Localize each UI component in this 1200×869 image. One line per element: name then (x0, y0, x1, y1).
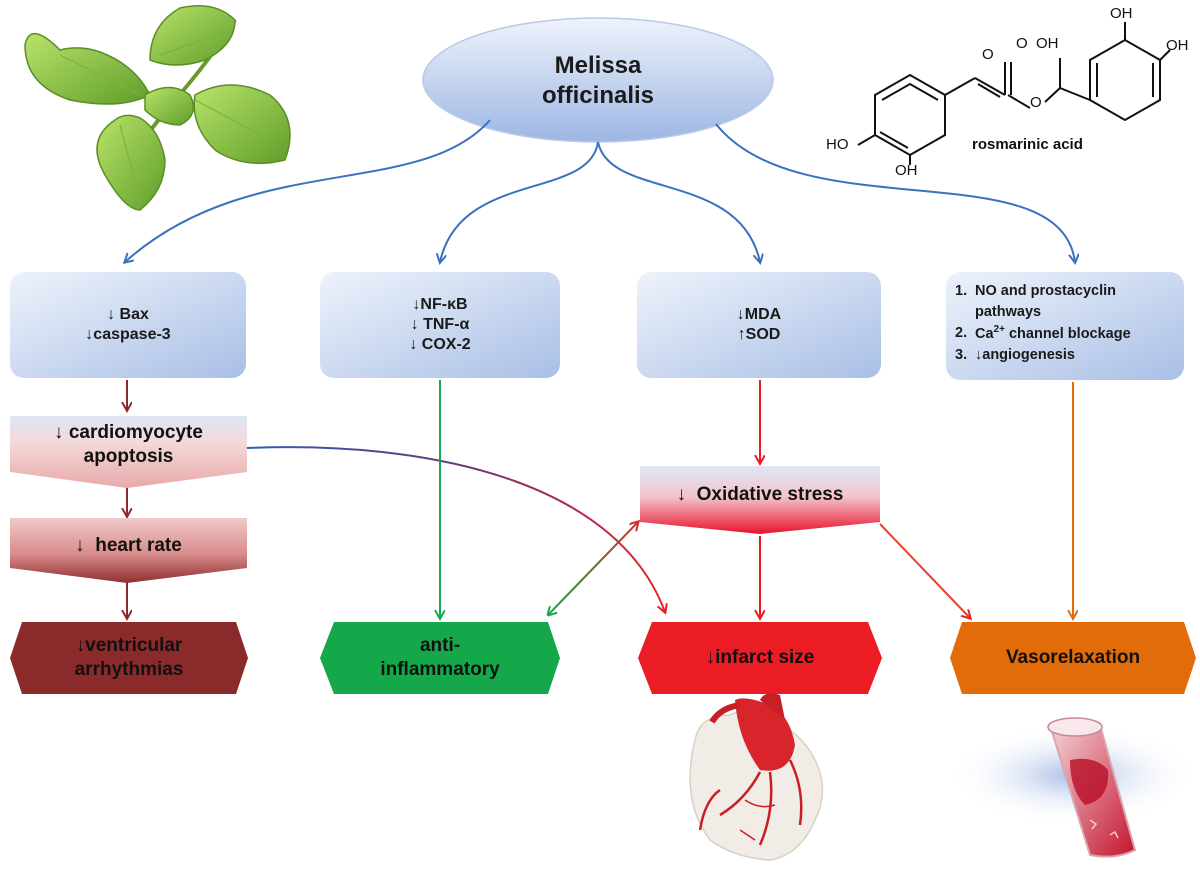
anti-inflammatory-node (320, 622, 560, 694)
ventricular-arrhythmias-text: ↓ventricular arrhythmias (74, 635, 184, 680)
sod-label: ↑SOD (737, 326, 781, 343)
nfkb-label: ↓NF-κB (412, 296, 468, 313)
rosmarinic-acid-structure-icon (857, 22, 1171, 165)
vascular-mechanisms-list: 1. NO and prostacyclin pathways 2. Ca2+ … (955, 281, 1177, 366)
stress-antiinflammatory-double-arrow (548, 522, 638, 615)
oxidative-stress-node (640, 466, 880, 534)
infarct-size-node (638, 622, 882, 694)
title-line2: officinalis (541, 82, 655, 109)
chemical-name: rosmarinic acid (972, 136, 1083, 153)
chem-oh-top: OH (1110, 5, 1133, 22)
chem-oh-right: OH (1166, 37, 1189, 54)
anti-inflammatory-text: anti- inflammatory (380, 635, 500, 680)
cardiomyocyte-apoptosis-node (10, 416, 247, 488)
chem-ho-left: HO (826, 136, 849, 153)
stress-to-vasorelaxation-arrow (879, 523, 970, 618)
heart-rate-text: ↓ heart rate (75, 535, 182, 557)
title-line1: Melissa (554, 52, 642, 79)
vasorelaxation-node (950, 622, 1196, 694)
vascular-item-2: 2. Ca2+ channel blockage (955, 324, 1131, 342)
caspase-label: ↓caspase-3 (85, 326, 171, 343)
inflammation-markers-text: ↓NF-κB ↓ TNF-α ↓ COX-2 (320, 272, 560, 378)
melissa-leaf-icon (24, 5, 291, 211)
ventricular-arrhythmias-node (10, 622, 248, 694)
oxidative-markers-text: ↓MDA ↑SOD (637, 272, 881, 378)
apoptosis-markers-text: ↓ Bax ↓caspase-3 (10, 272, 246, 378)
infarct-size-text: ↓infarct size (705, 647, 815, 669)
inflammation-markers-box (320, 272, 560, 378)
title: Melissa officinalis (448, 42, 748, 120)
mda-label: ↓MDA (736, 306, 782, 323)
cox2-label: ↓ COX-2 (409, 336, 471, 353)
chem-carbonyl-o: O (982, 46, 994, 63)
cardiomyocyte-apoptosis-text: ↓ cardiomyocyte apoptosis (54, 422, 203, 467)
tnf-label: ↓ TNF-α (410, 316, 470, 333)
apoptosis-markers-box (10, 272, 246, 378)
blood-vessel-icon (948, 717, 1198, 858)
vascular-mechanisms-box (946, 272, 1184, 380)
bax-label: ↓ Bax (107, 306, 149, 323)
vascular-item-3: 3. ↓angiogenesis (955, 346, 1075, 363)
vascular-item-1: 1. NO and prostacyclin pathways (955, 283, 1117, 321)
heart-icon (689, 693, 824, 861)
oxidative-stress-text: ↓ Oxidative stress (676, 484, 844, 506)
branch-arrows (125, 119, 1075, 262)
vasorelaxation-text: Vasorelaxation (1005, 647, 1141, 669)
chem-oh-bottom: OH (895, 162, 918, 179)
apoptosis-to-infarct-arrow (246, 446, 665, 612)
chem-cooh: O OH (1016, 35, 1059, 52)
oxidative-markers-box (637, 272, 881, 378)
chem-ester-o: O (1030, 94, 1042, 111)
heart-rate-node (10, 518, 247, 583)
